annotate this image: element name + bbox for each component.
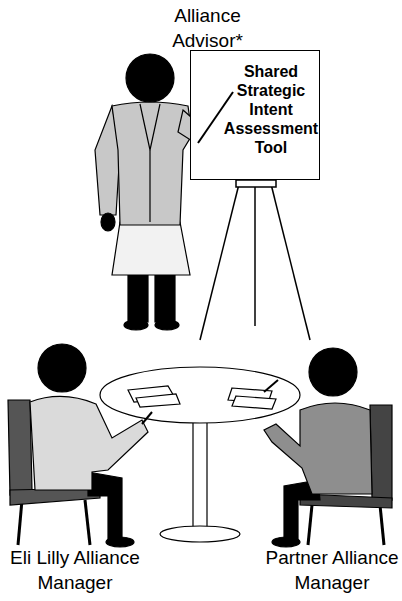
partner-manager-figure <box>264 348 392 547</box>
flip-chart-board: Shared Strategic Intent Assessment Tool <box>190 50 320 180</box>
role-label: Alliance Advisor* <box>155 3 260 53</box>
table <box>100 367 300 542</box>
eli-lilly-manager-figure <box>8 344 148 547</box>
easel <box>200 180 310 340</box>
role-label: Partner Alliance Manager <box>262 545 402 595</box>
role-label: Eli Lilly Alliance Manager <box>0 545 150 595</box>
board-title: Shared Strategic Intent Assessment Tool <box>221 62 321 157</box>
